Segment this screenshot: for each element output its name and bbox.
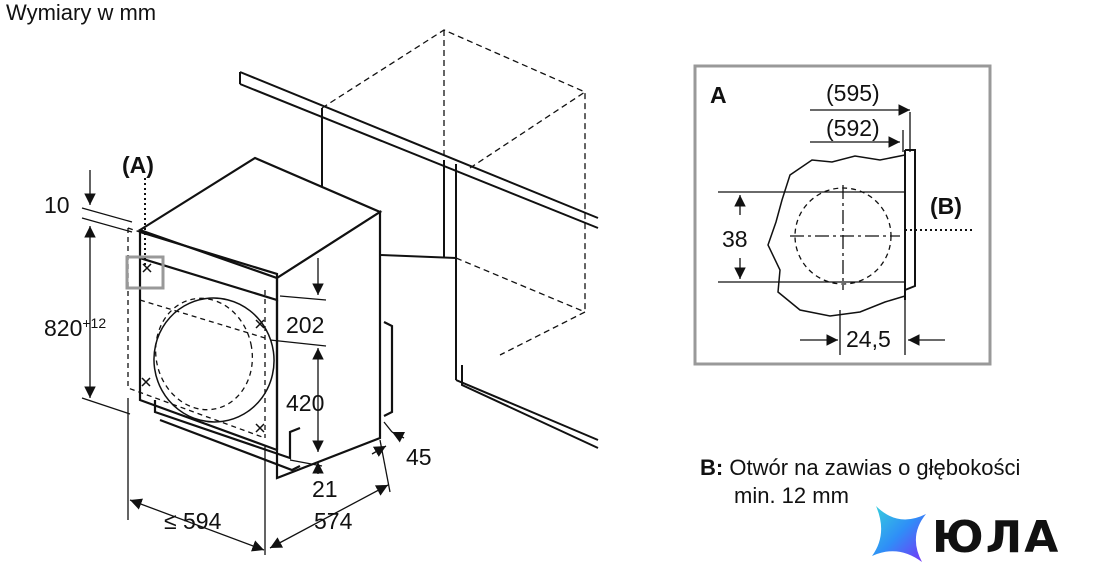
logo-star-icon	[872, 506, 926, 562]
worktop-outline-dashed	[321, 29, 586, 356]
dim-height: 820+12	[44, 316, 106, 340]
dim-top-gap: 10	[44, 192, 70, 218]
dim-depth: 574	[314, 508, 353, 534]
door-circle	[154, 297, 254, 411]
dim-inner: (592)	[826, 115, 880, 141]
appliance-body	[137, 156, 383, 480]
note-line2: min. 12 mm	[734, 483, 849, 508]
dim-hinge-top: 202	[286, 312, 325, 338]
dim-hinge-spacing: 420	[286, 390, 325, 416]
dim-height-tolerance: +12	[82, 315, 107, 331]
detail-a-callout-text: (A)	[122, 152, 154, 178]
cabinet-outline	[239, 71, 599, 449]
hinge-markers	[141, 263, 265, 433]
dim-bottom-offset: 21	[312, 476, 338, 502]
door-circle-front	[153, 297, 275, 423]
dim-lines-main	[81, 170, 406, 555]
dim-height-value: 820	[44, 315, 83, 341]
door-panel-outline	[127, 227, 266, 439]
note-key: B:	[700, 455, 724, 480]
dim-hole-offset: 24,5	[846, 326, 891, 352]
hole-callout-text: (B)	[930, 193, 962, 219]
page-title: Wymiary w mm	[6, 0, 157, 25]
dim-width: ≤ 594	[164, 508, 222, 534]
detail-a-callout: (A)	[122, 154, 154, 177]
dim-hole-height: 38	[722, 226, 748, 252]
logo-wordmark: ЮЛА	[932, 512, 1061, 563]
detail-a-label-text: A	[710, 82, 727, 108]
note-line1: Otwór na zawias o głębokości	[729, 455, 1021, 480]
detail-a-drawing	[718, 104, 975, 355]
detail-a-marker	[125, 255, 165, 290]
dim-outer: (595)	[826, 80, 880, 106]
hole-callout: (B)	[930, 195, 962, 218]
dim-plinth: 45	[406, 444, 432, 470]
appliance-front	[138, 230, 394, 472]
detail-a-label: A	[710, 84, 727, 107]
note-b: B: Otwór na zawias o głębokości min. 12 …	[700, 454, 1020, 510]
